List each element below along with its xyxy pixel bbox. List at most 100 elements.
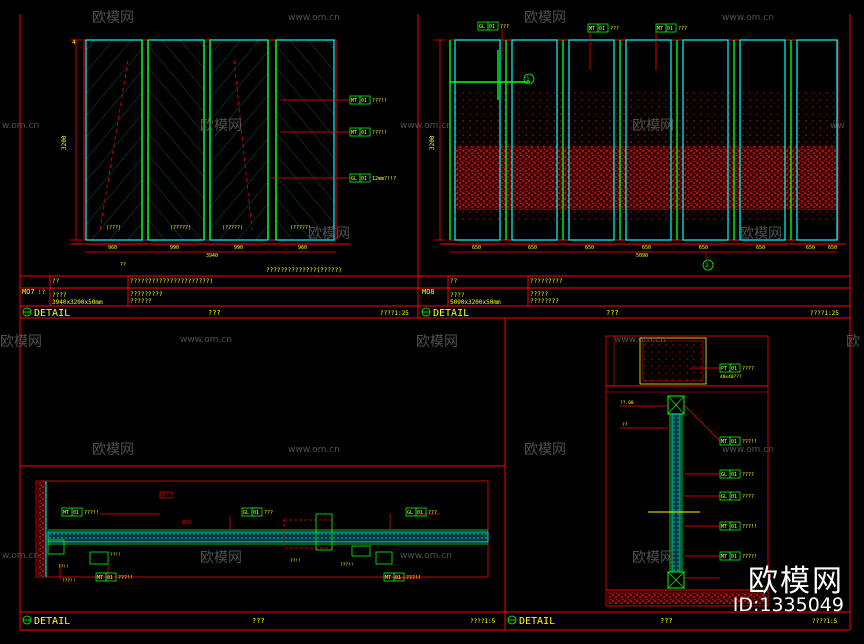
- plan-callout-3-tag: GL: [407, 510, 413, 516]
- mo8-callout-1-text: ???: [500, 24, 509, 30]
- mo8-dim-1: 650: [472, 245, 481, 251]
- plan-note-3: ??!!: [290, 558, 301, 564]
- plan-callout-3-text: ???: [428, 510, 437, 516]
- vsec-callout-4-tag: GL: [721, 494, 727, 500]
- mo8-dim-4: 650: [642, 245, 651, 251]
- plan-callout-1: MT 01 ???!!: [61, 507, 99, 517]
- mo7-line2: ????: [52, 292, 67, 299]
- vsec-callout-5-text: ???!!: [742, 524, 757, 530]
- mo7-code-suffix: !?: [38, 289, 46, 296]
- mo8-callout-3-text: ???: [678, 26, 687, 32]
- mo8-title: ???: [606, 309, 619, 317]
- mo8-callout-2: MT 01 ???: [587, 23, 619, 33]
- mo7-dim-height: 3200: [61, 135, 68, 150]
- mo8-callout-2-tag: MT: [589, 26, 595, 32]
- watermark-url: www.om.cn: [180, 335, 232, 345]
- mo8-note-3: ????????: [530, 298, 559, 305]
- mo7-scale: ????1:25: [380, 310, 409, 317]
- mo8-detail-marker: [421, 307, 431, 317]
- plan-title: ???: [252, 617, 265, 625]
- plan-callout-5: MT 01 ???!!: [383, 572, 421, 582]
- mo7-code: MO7: [22, 288, 35, 296]
- mo7-dim-4: 960: [298, 245, 307, 251]
- elevation-mo7: [70, 39, 350, 253]
- plan-detail-label: DETAIL: [34, 616, 70, 627]
- mo7-callout-2-text: ???!!: [372, 130, 387, 136]
- vsec-callout-5-num: 01: [731, 524, 737, 530]
- vsec-callout-6: MT 01 ????!: [719, 551, 757, 561]
- watermark-brand: 欧模网: [200, 550, 242, 566]
- watermark-url: www.om.cn: [722, 445, 774, 455]
- watermark-url: ww: [830, 121, 845, 131]
- vsec-callout-2: MT 01 ???!!: [719, 436, 757, 446]
- mo7-panel-label-3: (?????): [222, 225, 243, 231]
- mo8-dim-8: 650: [828, 245, 837, 251]
- mo7-callout-1-tag: MT: [351, 98, 357, 104]
- plan-callout-4-text: ???!!: [118, 575, 133, 581]
- plan-callout-2: GL 01 ???: [241, 507, 273, 517]
- mo8-dim-3: 650: [585, 245, 594, 251]
- watermark-brand: 欧模网: [632, 118, 674, 134]
- vsec-sub-note: 40x40???: [720, 374, 742, 380]
- plan-note-2: ???!!: [62, 578, 76, 584]
- mo8-dims: 650 650 650 650 650 650 650 650: [472, 245, 837, 251]
- mo8-code: MO8: [422, 288, 435, 296]
- mo7-dim-3: 990: [234, 245, 243, 251]
- mo7-dim-2: 990: [170, 245, 179, 251]
- plan-dim: 803: [182, 520, 191, 526]
- plan-callout-3-num: 01: [417, 510, 423, 516]
- mo8-dim-6: 650: [756, 245, 765, 251]
- mo7-callout-1: MT 01 ???!!: [349, 95, 387, 105]
- mo8-callout-3: MT 01 ???: [655, 23, 687, 33]
- vsec-callout-2-text: ???!!: [742, 439, 757, 445]
- vsec-callout-5: MT 01 ???!!: [719, 521, 757, 531]
- vsec-callout-3: GL 01 ????: [719, 469, 754, 479]
- vsec-callout-2-tag: MT: [721, 439, 727, 445]
- mo8-dim-7: 650: [806, 245, 815, 251]
- mo7-callout-2: MT 01 ???!!: [349, 127, 387, 137]
- vsec-callout-1-tag: PT: [721, 366, 727, 372]
- mo7-caption: ??????????????(?????): [266, 267, 342, 274]
- plan-callout-5-text: ???!!: [406, 575, 421, 581]
- plan-callout-4: MT 01 ???!!: [95, 572, 133, 582]
- mo7-line1: ??: [52, 278, 60, 285]
- watermark-brand: 欧模网: [200, 118, 242, 134]
- plan-callout-1-text: ???!!: [84, 510, 99, 516]
- plan-callout-2-num: 01: [253, 510, 259, 516]
- vsec-callout-1-num: 01: [731, 366, 737, 372]
- mo8-callout-3-num: 01: [667, 26, 673, 32]
- plan-note-1: ??!!: [58, 564, 69, 570]
- watermark-url: www.om.cn: [288, 445, 340, 455]
- watermark-brand: 欧模网: [632, 550, 674, 566]
- vsec-callout-6-num: 01: [731, 554, 737, 560]
- mo7-note-1: ??????????????????????): [130, 278, 213, 285]
- sheet-frame: [19, 14, 851, 631]
- watermark-url: www.om.cn: [400, 121, 452, 131]
- vertical-section: [605, 335, 769, 607]
- mo8-callout-1-num: 01: [489, 24, 495, 30]
- vsec-left-note-2: ??: [622, 422, 628, 428]
- mo7-dim-total: 3940: [206, 253, 218, 259]
- vsec-detail-label: DETAIL: [519, 616, 555, 627]
- mo8-line2: ????: [450, 292, 465, 299]
- plan-detail-marker: [22, 615, 32, 625]
- watermark-brand: 欧模网: [92, 10, 134, 26]
- mo8-note-2: ?????: [530, 291, 548, 298]
- watermark-brand: 欧模网: [0, 334, 42, 350]
- plan-callout-5-tag: MT: [385, 575, 391, 581]
- mo7-title: ???: [208, 309, 221, 317]
- mo7-callout-3-tag: GL: [351, 176, 357, 182]
- mo8-callout-3-tag: MT: [657, 26, 663, 32]
- mo8-scale: ????1:25: [810, 310, 839, 317]
- mo7-panel-label-4: (?????): [290, 225, 311, 231]
- mo7-detail-marker: [22, 307, 32, 317]
- watermark-url: www.om.cn: [288, 13, 340, 23]
- vsec-callout-3-tag: GL: [721, 472, 727, 478]
- watermark-brand: 欧模网: [524, 10, 566, 26]
- mo7-callout-1-num: 01: [361, 98, 367, 104]
- mo7-panel-label-1: (???): [106, 225, 121, 231]
- mo7-callout-1-text: ???!!: [372, 98, 387, 104]
- watermark-brand: 欧模网: [308, 226, 350, 242]
- vsec-callout-4-text: ????: [742, 494, 754, 500]
